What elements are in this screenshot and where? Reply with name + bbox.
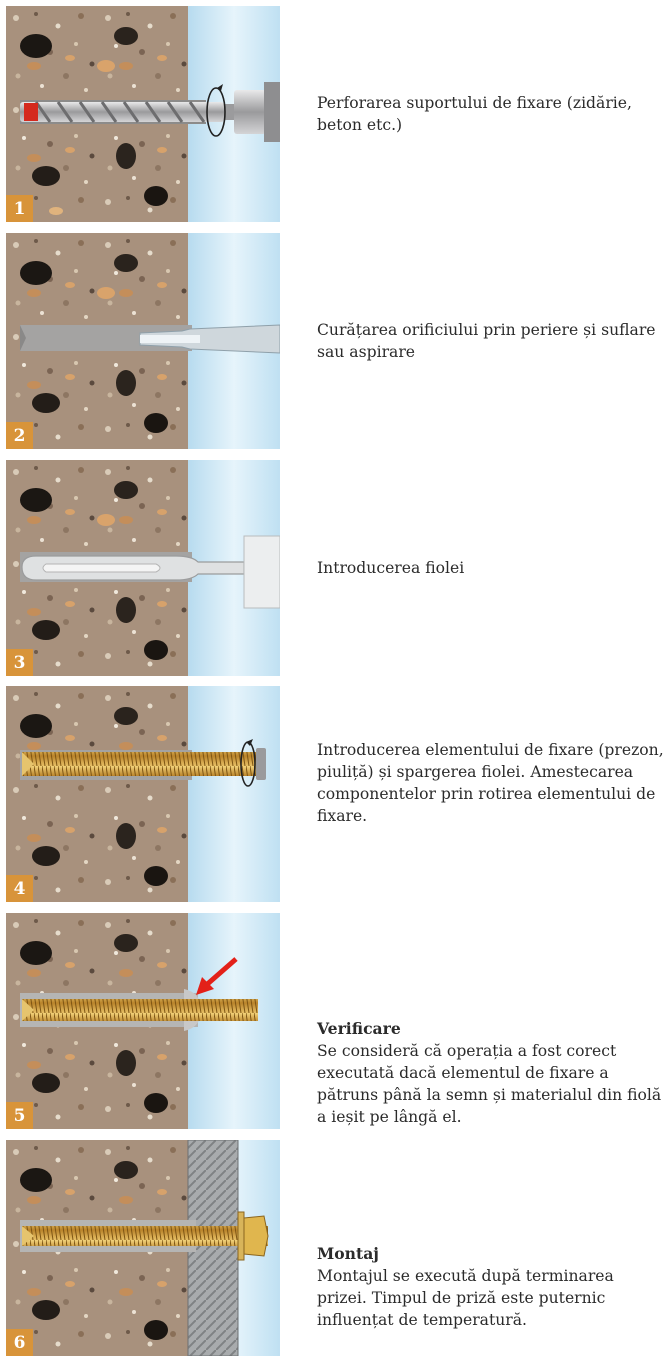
step-5-caption: Verificare Se consideră că operația a fo…: [317, 1018, 667, 1128]
step-5-heading: Verificare: [317, 1018, 667, 1040]
step-5-illustration: 5: [6, 913, 280, 1129]
step-6-caption: Montaj Montajul se execută după terminar…: [317, 1243, 667, 1331]
step-4-illustration: 4: [6, 686, 280, 902]
step-2-caption: Curățarea orificiului prin periere și su…: [317, 319, 667, 363]
step-number-badge: 4: [6, 875, 33, 902]
step-6-illustration: 6: [6, 1140, 280, 1356]
step-1-illustration: 1: [6, 6, 280, 222]
step-number-badge: 3: [6, 649, 33, 676]
nut-washer-icon: [238, 1212, 268, 1260]
step-3-text: Introducerea fiolei: [317, 559, 464, 577]
step-4-text: Introducerea elementului de fixare (prez…: [317, 741, 664, 825]
step-2-illustration: 2: [6, 233, 280, 449]
step-2-text: Curățarea orificiului prin periere și su…: [317, 321, 656, 361]
step-4-caption: Introducerea elementului de fixare (prez…: [317, 739, 667, 827]
step-number-badge: 5: [6, 1102, 33, 1129]
step-1-caption: Perforarea suportului de fixare (zidărie…: [317, 92, 667, 136]
step-number-badge: 6: [6, 1329, 33, 1356]
step-6-heading: Montaj: [317, 1243, 667, 1265]
step-5-text: Se consideră că operația a fost corect e…: [317, 1042, 661, 1126]
step-3-illustration: 3: [6, 460, 280, 676]
step-6-text: Montajul se execută după terminarea priz…: [317, 1267, 614, 1329]
step-1-text: Perforarea suportului de fixare (zidărie…: [317, 94, 632, 134]
step-number-badge: 2: [6, 422, 33, 449]
step-number-badge: 1: [6, 195, 33, 222]
step-3-caption: Introducerea fiolei: [317, 557, 667, 579]
